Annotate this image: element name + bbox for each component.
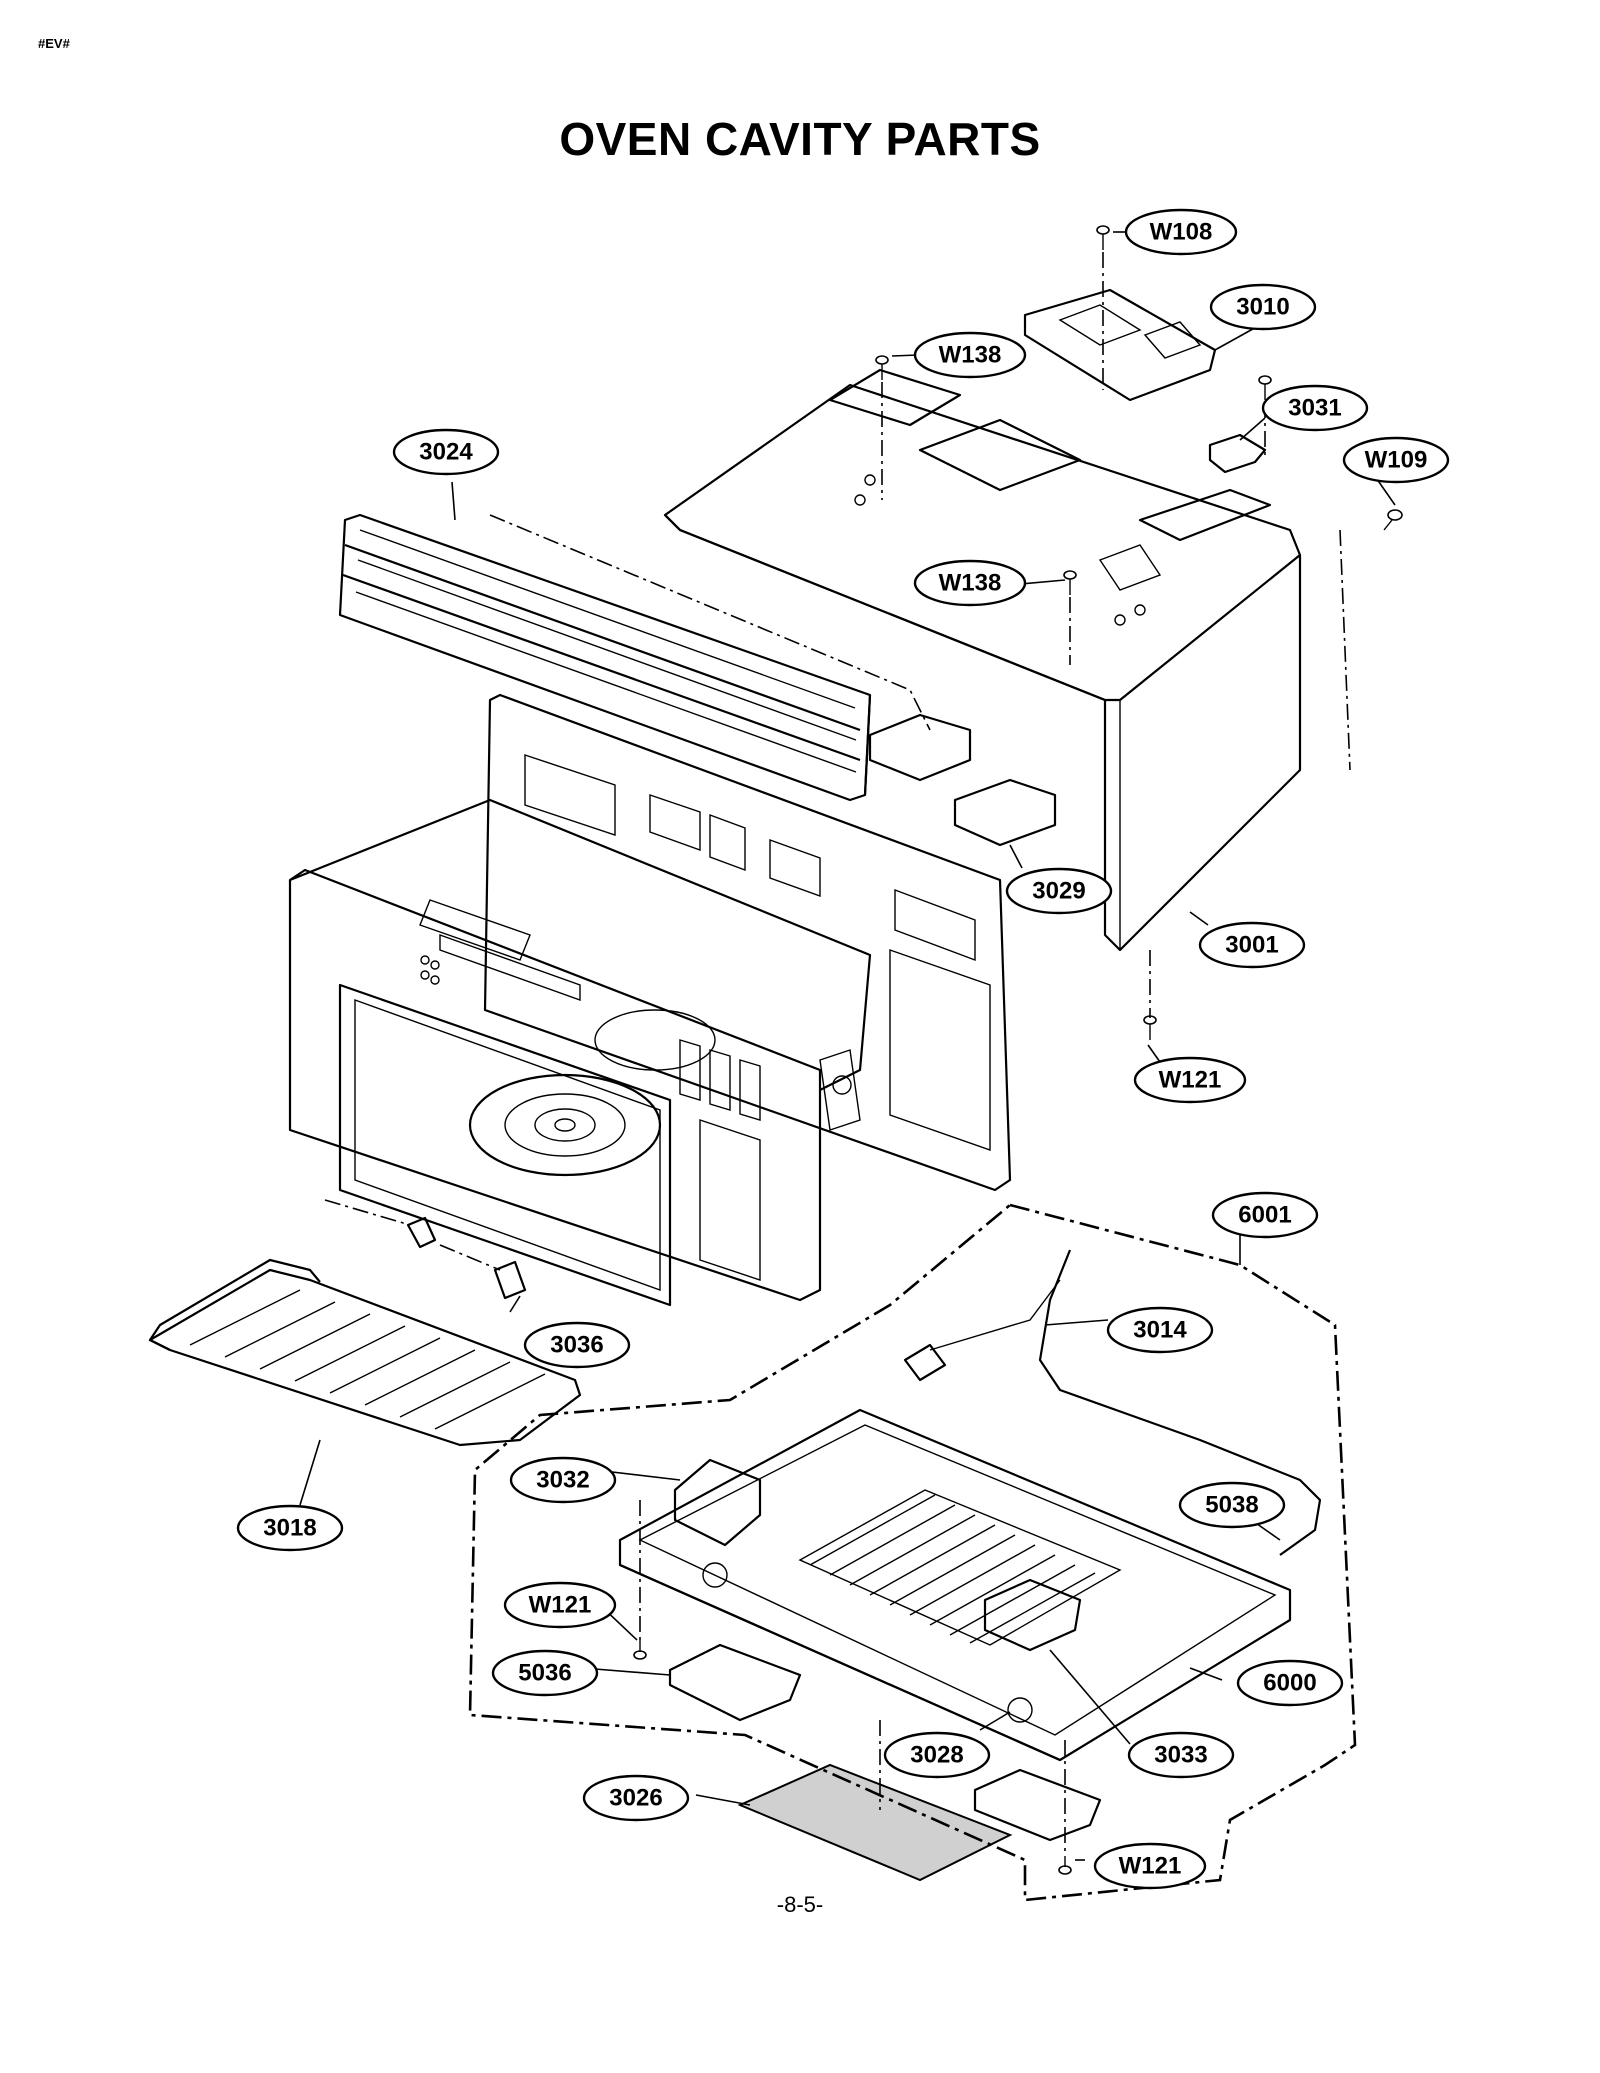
callout-3001: 3001: [1198, 921, 1306, 969]
callout-w121-cab: W121: [1133, 1056, 1247, 1104]
callout-3028-label: 3028: [910, 1742, 963, 1769]
cabinet-bracket: [868, 713, 1057, 847]
screw-w121-bottom: [1058, 1856, 1072, 1875]
latch-parts: [406, 1216, 527, 1300]
callout-6000-label: 6000: [1263, 1670, 1316, 1697]
lamp-housing: [673, 1458, 1082, 1652]
callout-w138-top: W138: [913, 331, 1027, 379]
callout-3031: 3031: [1261, 384, 1369, 432]
callout-w121-bottom-label: W121: [1119, 1853, 1182, 1880]
callout-w138-mid-label: W138: [939, 570, 1002, 597]
screw-w109: [1258, 375, 1403, 531]
callout-5038-label: 5038: [1205, 1492, 1258, 1519]
callout-3032-label: 3032: [536, 1467, 589, 1494]
screw-w108: [1096, 225, 1110, 250]
assembly-lines: [324, 252, 1351, 1855]
page-number: -8-5-: [776, 1892, 824, 1917]
outer-cabinet: [663, 368, 1302, 952]
callout-3033: 3033: [1127, 1731, 1235, 1779]
callout-w138-top-label: W138: [939, 342, 1002, 369]
front-grille: [338, 513, 872, 802]
callout-3029-label: 3029: [1032, 878, 1085, 905]
callout-5036: 5036: [491, 1649, 599, 1697]
screw-w138-top: [875, 355, 889, 380]
callout-3024-label: 3024: [419, 439, 473, 466]
grease-filter: [737, 1763, 1013, 1882]
callout-w121-cab-label: W121: [1159, 1067, 1222, 1094]
callout-w108-label: W108: [1150, 219, 1213, 246]
corner-mark: #EV#: [38, 36, 70, 51]
callout-3001-label: 3001: [1225, 932, 1278, 959]
callout-5036-label: 5036: [518, 1660, 571, 1687]
callout-3031-label: 3031: [1288, 395, 1341, 422]
thermostat: [903, 1343, 947, 1382]
callout-3036-label: 3036: [550, 1332, 603, 1359]
callout-5038: 5038: [1178, 1481, 1286, 1529]
callout-3014: 3014: [1106, 1306, 1214, 1354]
callout-3026-label: 3026: [609, 1785, 662, 1812]
wire-harness: [1038, 1249, 1322, 1556]
callout-3014-label: 3014: [1133, 1317, 1187, 1344]
callout-w121-left: W121: [503, 1581, 617, 1629]
callout-w109: W109: [1342, 436, 1450, 484]
assembly-boundary-6001: [468, 1203, 1357, 1902]
callout-3018: 3018: [236, 1504, 344, 1552]
callout-3029: 3029: [1005, 867, 1113, 915]
callout-3018-label: 3018: [263, 1515, 316, 1542]
callout-w109-label: W109: [1365, 447, 1428, 474]
callout-3024: 3024: [392, 428, 500, 476]
oven-rack: [148, 1258, 582, 1447]
callout-3032: 3032: [509, 1456, 617, 1504]
lamp-cover: [668, 1643, 1102, 1842]
top-plate: [1023, 288, 1217, 402]
base-plate: [618, 1408, 1292, 1762]
oven-cavity: [288, 693, 1012, 1307]
callout-w108: W108: [1124, 208, 1238, 256]
callout-w121-left-label: W121: [529, 1592, 592, 1619]
callout-3010: 3010: [1209, 283, 1317, 331]
callout-3026: 3026: [582, 1774, 690, 1822]
screw-w121-left: [633, 1640, 647, 1660]
callout-6001-label: 6001: [1238, 1202, 1291, 1229]
callout-3028: 3028: [883, 1731, 991, 1779]
screw-w121-cab: [1143, 1015, 1157, 1040]
callout-6000: 6000: [1236, 1659, 1344, 1707]
callout-3033-label: 3033: [1154, 1742, 1207, 1769]
callout-w121-bottom: W121: [1093, 1842, 1207, 1890]
small-bracket: [1208, 433, 1267, 474]
callout-3036: 3036: [523, 1321, 631, 1369]
callout-w138-mid: W138: [913, 559, 1027, 607]
page-title: OVEN CAVITY PARTS: [559, 113, 1041, 165]
leader-lines: [299, 231, 1396, 1861]
callout-6001: 6001: [1211, 1191, 1319, 1239]
callout-3010-label: 3010: [1236, 294, 1289, 321]
screw-w138-mid: [1063, 570, 1077, 595]
